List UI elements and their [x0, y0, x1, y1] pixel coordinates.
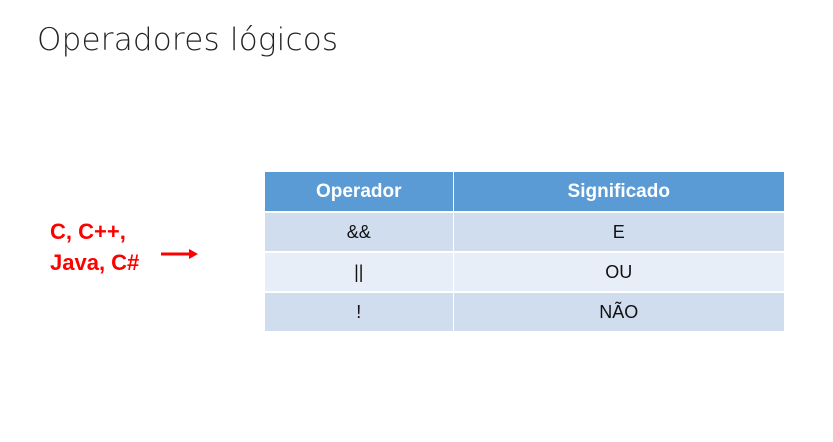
- operator-cell: ||: [265, 252, 454, 293]
- meaning-cell: OU: [453, 252, 784, 293]
- meaning-cell: NÃO: [453, 292, 784, 333]
- operator-cell: &&: [265, 212, 454, 253]
- right-arrow-icon: [161, 249, 198, 259]
- table-row: || OU: [265, 252, 784, 293]
- meaning-cell: E: [453, 212, 784, 253]
- languages-line-1: C, C++,: [50, 219, 126, 244]
- table-header-row: Operador Significado: [265, 172, 784, 213]
- table-row: && E: [265, 212, 784, 253]
- operator-cell: !: [265, 292, 454, 333]
- header-operador: Operador: [265, 172, 454, 213]
- languages-line-2: Java, C#: [50, 250, 140, 275]
- languages-label: C, C++, Java, C#: [50, 216, 139, 278]
- operators-table: Operador Significado && E || OU ! NÃO: [265, 172, 784, 333]
- slide-title: Operadores lógicos: [37, 22, 339, 58]
- table-row: ! NÃO: [265, 292, 784, 333]
- header-significado: Significado: [453, 172, 784, 213]
